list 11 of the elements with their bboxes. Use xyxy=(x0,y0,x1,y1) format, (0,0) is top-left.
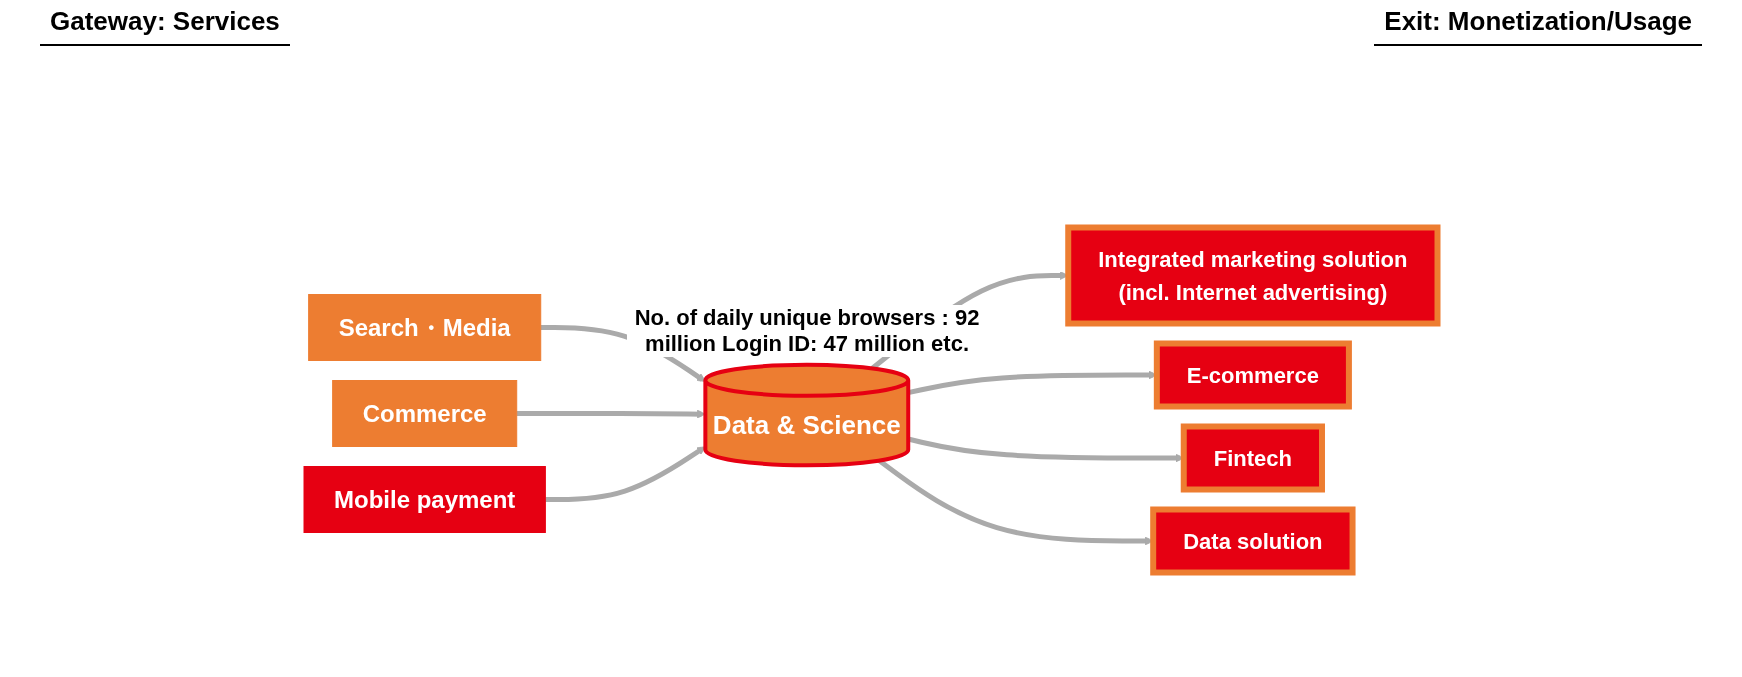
node-box: Search・Media xyxy=(308,294,542,361)
node-box: Data solution xyxy=(1150,506,1356,576)
node-box: Mobile payment xyxy=(303,466,547,533)
section-heading: Gateway: Services xyxy=(40,6,290,46)
arrow xyxy=(516,409,706,419)
node-box: E-commerce xyxy=(1154,340,1353,410)
arrow xyxy=(545,446,706,502)
node-box: Commerce xyxy=(332,380,518,447)
node-box: Integrated marketing solution (incl. Internet advertising) xyxy=(1065,224,1441,327)
section-heading: Exit: Monetization/Usage xyxy=(1374,6,1702,46)
node-box: Fintech xyxy=(1181,423,1326,493)
